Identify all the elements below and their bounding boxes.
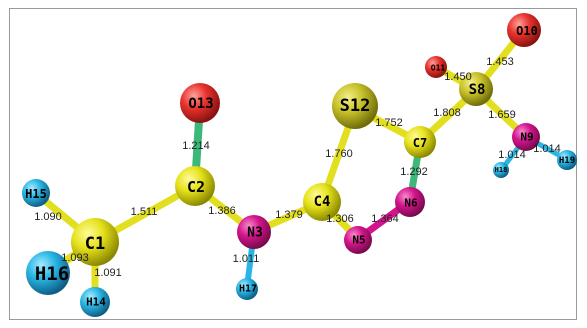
label-n5: N5 [352,234,365,247]
bond-length-c2-o13: 1.214 [182,140,210,152]
bond-length-n3-c4: 1.379 [275,209,303,221]
bond-length-c1-h14: 1.091 [94,267,122,279]
label-o13: O13 [188,96,213,112]
bond-length-s8-o11: 1.450 [444,71,472,83]
atom-o10[interactable] [507,13,541,47]
label-c1: C1 [85,234,105,254]
label-n9: N9 [520,131,533,144]
bond-length-n9-h19: 1.014 [533,143,561,155]
atom-h14[interactable] [80,287,110,317]
atom-o11[interactable] [425,56,447,78]
bond-length-c1-h15: 1.090 [34,211,62,223]
atom-n5[interactable] [344,226,372,254]
bond-length-s8-o10: 1.453 [486,56,514,68]
bond-length-labels: 1.090 1.093 1.091 1.511 1.214 1.386 1.01… [34,56,561,279]
bond-length-c2-n3: 1.386 [208,205,236,217]
viewport-border [9,8,577,320]
atom-s8[interactable] [459,72,493,106]
bonds [34,27,569,304]
label-n6: N6 [404,197,418,210]
atom-labels: C1 C2 N3 C4 N5 N6 C7 S8 N9 O10 O11 S12 O… [25,24,575,309]
atom-n6[interactable] [395,187,425,217]
label-n3: N3 [247,226,263,241]
atom-h19[interactable] [557,150,577,170]
atom-c4[interactable] [303,183,341,221]
label-h17: H17 [239,284,257,295]
label-h14: H14 [86,296,106,309]
bond-length-n6-c7: 1.292 [400,166,428,178]
label-c2: C2 [187,178,205,196]
atom-c1[interactable] [71,218,119,266]
bond-length-c1-c2: 1.511 [131,206,158,218]
bond-length-n9-h18: 1.014 [498,149,526,161]
label-s8: S8 [469,82,486,98]
atom-h16[interactable] [26,251,70,295]
bond-length-n5-n6: 1.364 [371,213,399,225]
atom-h18[interactable] [493,162,509,178]
atom-s12[interactable] [332,83,378,129]
atom-c2[interactable] [175,166,215,206]
label-h16: H16 [35,263,69,285]
label-h18: H18 [495,166,508,174]
atom-c7[interactable] [404,126,436,158]
label-c4: C4 [314,194,331,210]
bond-length-c1-h16: 1.093 [61,252,89,264]
bond-length-c7-s8: 1.808 [433,107,461,119]
label-o11: O11 [431,64,446,73]
label-o10: O10 [516,24,538,38]
bond-length-c4-s12: 1.760 [325,148,353,160]
atom-n9[interactable] [512,123,540,151]
atom-h15[interactable] [22,179,50,207]
bond-length-n3-h17: 1.011 [233,253,260,265]
atom-h17[interactable] [236,278,258,300]
bond-length-s8-n9: 1.659 [488,109,516,121]
bond-length-s12-c7: 1.752 [375,117,403,129]
atoms [22,13,577,317]
label-h15: H15 [25,187,47,201]
atom-n3[interactable] [237,215,271,249]
label-h19: H19 [559,156,575,166]
label-s12: S12 [340,96,371,116]
bond-length-c4-n5: 1.306 [326,213,354,225]
label-c7: C7 [413,136,427,150]
atom-o13[interactable] [180,83,220,123]
